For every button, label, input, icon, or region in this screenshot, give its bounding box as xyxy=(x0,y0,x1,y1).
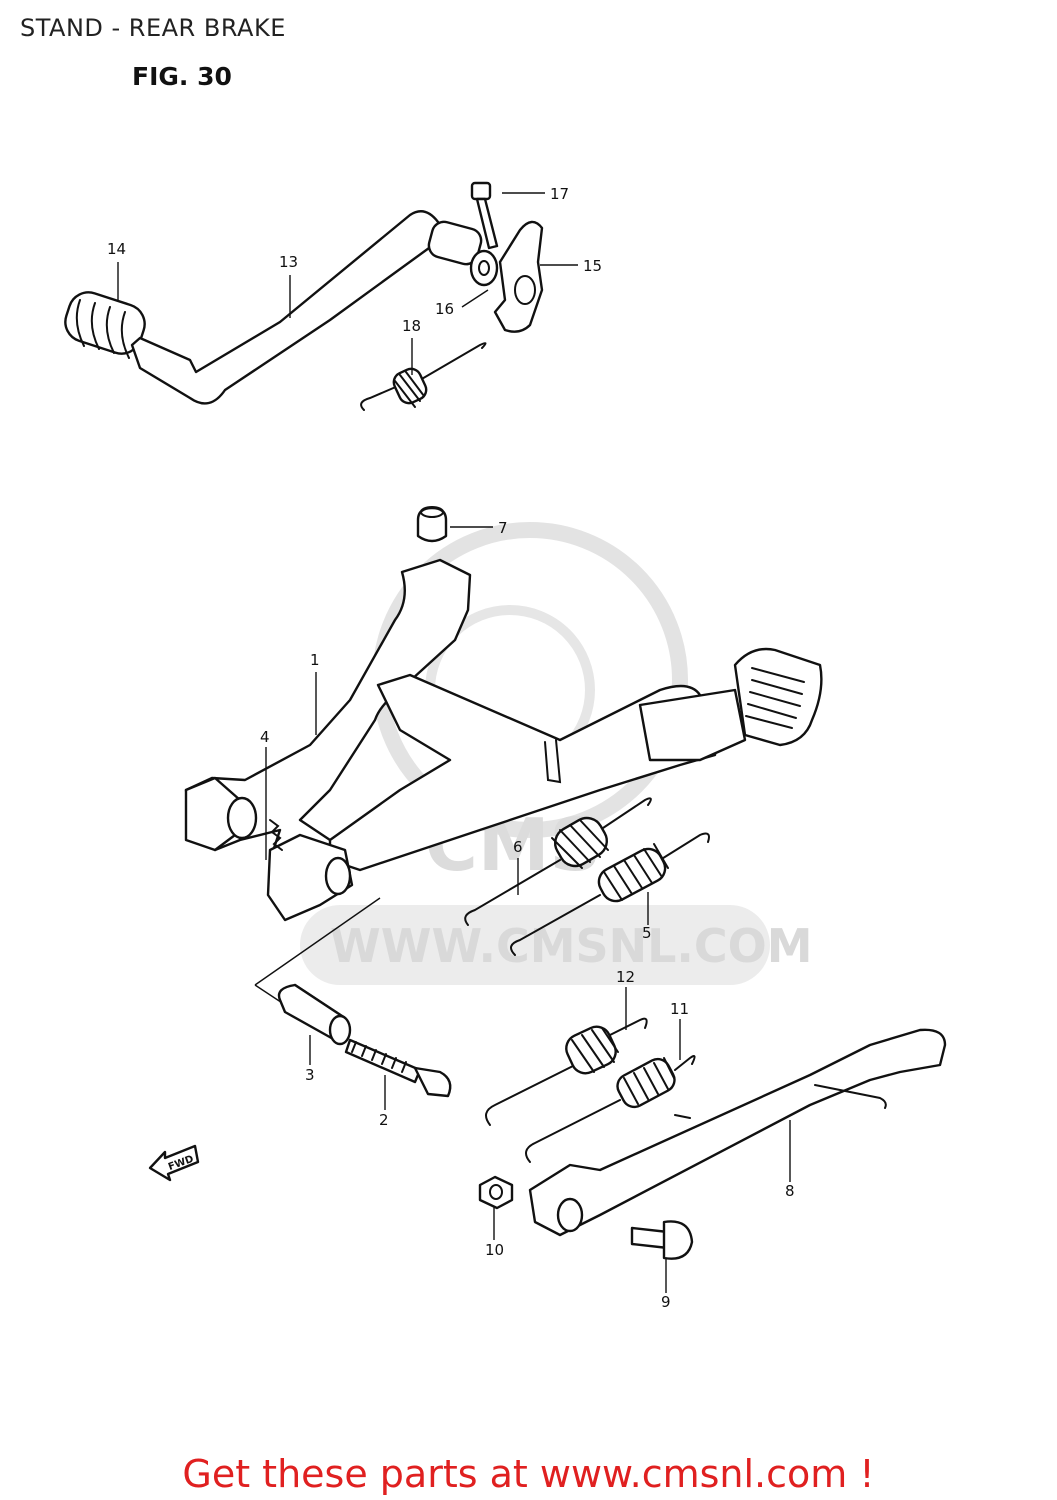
callout-18: 18 xyxy=(402,317,421,335)
bolt-icon xyxy=(344,1038,452,1098)
leader-lines xyxy=(117,192,791,1293)
callout-8: 8 xyxy=(785,1182,795,1200)
page-title: STAND - REAR BRAKE xyxy=(20,14,286,42)
callout-13: 13 xyxy=(279,253,298,271)
callout-2: 2 xyxy=(379,1111,389,1129)
fwd-arrow-icon: FWD xyxy=(148,1144,200,1182)
spring-icon xyxy=(485,1017,648,1126)
bolt-icon xyxy=(630,1220,694,1260)
bolt-icon xyxy=(470,181,499,250)
callout-6: 6 xyxy=(513,838,523,856)
get-parts-link[interactable]: Get these parts at www.cmsnl.com ! xyxy=(182,1452,875,1496)
watermark-url: WWW.CMSNL.COM xyxy=(330,919,813,973)
callouts: 17 15 16 14 13 18 7 1 4 6 5 12 11 3 2 8 … xyxy=(107,185,795,1311)
callout-17: 17 xyxy=(550,185,569,203)
stopper-icon xyxy=(416,506,448,543)
brake-arm-icon xyxy=(493,220,544,333)
callout-5: 5 xyxy=(642,924,652,942)
callout-10: 10 xyxy=(485,1241,504,1259)
spring-icon xyxy=(510,832,710,956)
side-stand-icon xyxy=(528,1028,947,1237)
callout-11: 11 xyxy=(670,1000,689,1018)
callout-15: 15 xyxy=(583,257,602,275)
callout-4: 4 xyxy=(260,728,270,746)
callout-1: 1 xyxy=(310,651,320,669)
spring-icon xyxy=(360,342,487,411)
pedal-rubber-icon xyxy=(64,291,146,359)
figure-label: FIG. 30 xyxy=(132,62,232,91)
center-stand-icon xyxy=(184,558,823,1021)
callout-7: 7 xyxy=(498,519,508,537)
callout-12: 12 xyxy=(616,968,635,986)
spring-icon xyxy=(525,1055,696,1163)
washer-icon xyxy=(469,249,499,287)
callout-9: 9 xyxy=(661,1293,671,1311)
brake-pedal-icon xyxy=(130,210,483,405)
pin-icon xyxy=(269,819,283,851)
spring-icon xyxy=(464,797,652,926)
callout-14: 14 xyxy=(107,240,126,258)
bushing-icon xyxy=(277,983,352,1046)
callout-16: 16 xyxy=(435,300,454,318)
callout-3: 3 xyxy=(305,1066,315,1084)
nut-icon xyxy=(478,1175,514,1210)
